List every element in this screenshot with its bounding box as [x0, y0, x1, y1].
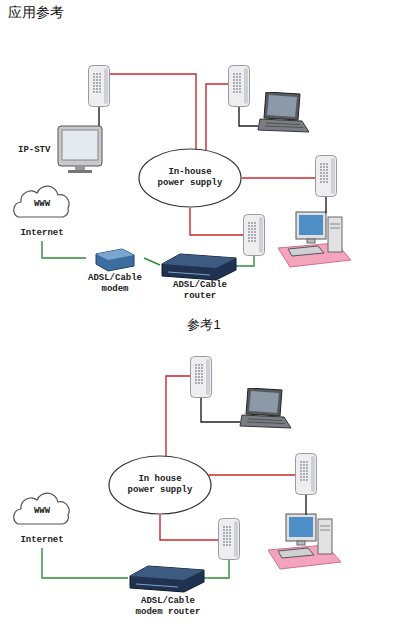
node-label: ADSL/Cable modem router [128, 596, 208, 618]
powerline-adapter [296, 454, 317, 495]
power-wire [242, 177, 315, 178]
device-node-tv: IP-STV [18, 124, 104, 176]
router-strip [136, 584, 178, 587]
router-body [130, 566, 204, 592]
device-node-modem: ADSL/Cable modem [86, 246, 144, 300]
powerline-adapter [191, 357, 212, 398]
desktop-pc-icon [268, 514, 341, 569]
router-top [162, 254, 236, 268]
device-node-router: ADSL/Cable modem router [128, 562, 208, 622]
network-cable [42, 548, 128, 578]
powerline-adapter [316, 156, 337, 197]
device-cable [201, 398, 240, 422]
network-cable [202, 560, 229, 578]
tv-frame [58, 126, 102, 166]
device-cable [325, 197, 326, 213]
powerline-adapter [219, 519, 240, 560]
node-label: WWW [10, 506, 74, 517]
ellipse-outline [109, 456, 211, 514]
powerline-adapter [89, 66, 110, 107]
network-cable [42, 241, 86, 258]
device-cables [99, 107, 326, 213]
device-node-cloud: WWW Internet [10, 492, 74, 548]
powerline-adapter [244, 215, 265, 256]
device-node-ellipse: In house power supply [108, 455, 212, 515]
modem-top [96, 249, 134, 260]
node-label: In-house power supply [155, 167, 225, 189]
power-wire [206, 84, 228, 150]
device-cable [305, 495, 306, 515]
router-body [162, 254, 236, 280]
tv-screen [62, 130, 98, 160]
network-cable [144, 258, 160, 265]
node-label: IP-STV [18, 145, 58, 156]
power-wire [110, 74, 196, 149]
node-label: In house power supply [125, 474, 195, 496]
power-wire [209, 474, 295, 475]
powerline-adapter [229, 66, 250, 107]
device-cable [98, 107, 99, 128]
node-label: Internet [10, 535, 74, 546]
node-label: WWW [10, 199, 74, 210]
device-node-ellipse: In-house power supply [138, 148, 242, 208]
laptop-icon [258, 92, 309, 132]
node-label: ADSL/Cable router [166, 280, 234, 302]
desktop-pc-icon [278, 212, 351, 267]
power-wire [166, 376, 190, 456]
router-strip [168, 272, 210, 275]
power-wire [160, 515, 218, 540]
device-cables [201, 398, 306, 515]
page-title: 应用参考 [8, 4, 64, 22]
device-node-cloud: WWW Internet [10, 185, 74, 241]
device-node-router: ADSL/Cable router [160, 250, 240, 302]
figure-caption: 参考1 [0, 316, 408, 334]
router-top [130, 566, 204, 580]
tv-base [68, 170, 92, 173]
laptop-icon [240, 388, 291, 428]
tv-stand [75, 166, 85, 170]
power-wire [190, 208, 243, 235]
node-label: ADSL/Cable modem [86, 273, 144, 295]
device-cable [239, 107, 258, 126]
network-cable [236, 256, 254, 266]
modem-body [96, 249, 134, 271]
node-label: Internet [10, 228, 74, 239]
ellipse-outline [139, 149, 241, 207]
power-wires [110, 74, 315, 235]
